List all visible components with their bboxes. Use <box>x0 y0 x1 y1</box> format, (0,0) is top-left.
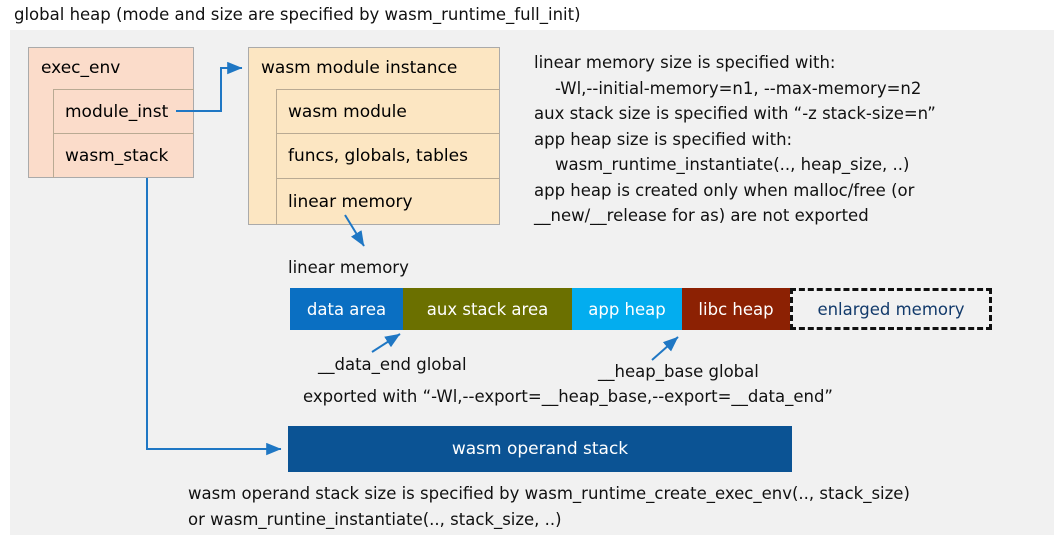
module-row-wasm-module: wasm module <box>276 89 500 133</box>
memory-segment-app-heap: app heap <box>572 288 682 330</box>
wasm-operand-stack-note: wasm operand stack size is specified by … <box>188 484 910 529</box>
annotation-data-end: __data_end global <box>318 355 467 374</box>
memory-segment-aux-stack-area: aux stack area <box>403 288 572 330</box>
wasm-module-instance-box <box>248 47 500 225</box>
exec-env-row-module-inst: module_inst <box>53 89 194 133</box>
memory-segment-enlarged-memory: enlarged memory <box>790 288 992 330</box>
wasm-operand-stack-box: wasm operand stack <box>288 426 792 472</box>
wasm-module-instance-title: wasm module instance <box>261 58 458 78</box>
linear-memory-notes: linear memory size is specified with: -W… <box>534 53 936 225</box>
exec-env-box <box>28 47 194 178</box>
exec-env-row-wasm-stack: wasm_stack <box>53 133 194 178</box>
memory-segment-data-area: data area <box>290 288 403 330</box>
module-row-funcs-globals-tables: funcs, globals, tables <box>276 133 500 178</box>
annotation-exported-with: exported with “-Wl,--export=__heap_base,… <box>303 387 833 406</box>
memory-segment-libc-heap: libc heap <box>682 288 790 330</box>
annotation-heap-base: __heap_base global <box>598 362 759 381</box>
page-title: global heap (mode and size are specified… <box>14 5 581 24</box>
module-row-linear-memory: linear memory <box>276 178 500 225</box>
linear-memory-bar-label: linear memory <box>288 258 409 277</box>
exec-env-title: exec_env <box>41 58 121 78</box>
